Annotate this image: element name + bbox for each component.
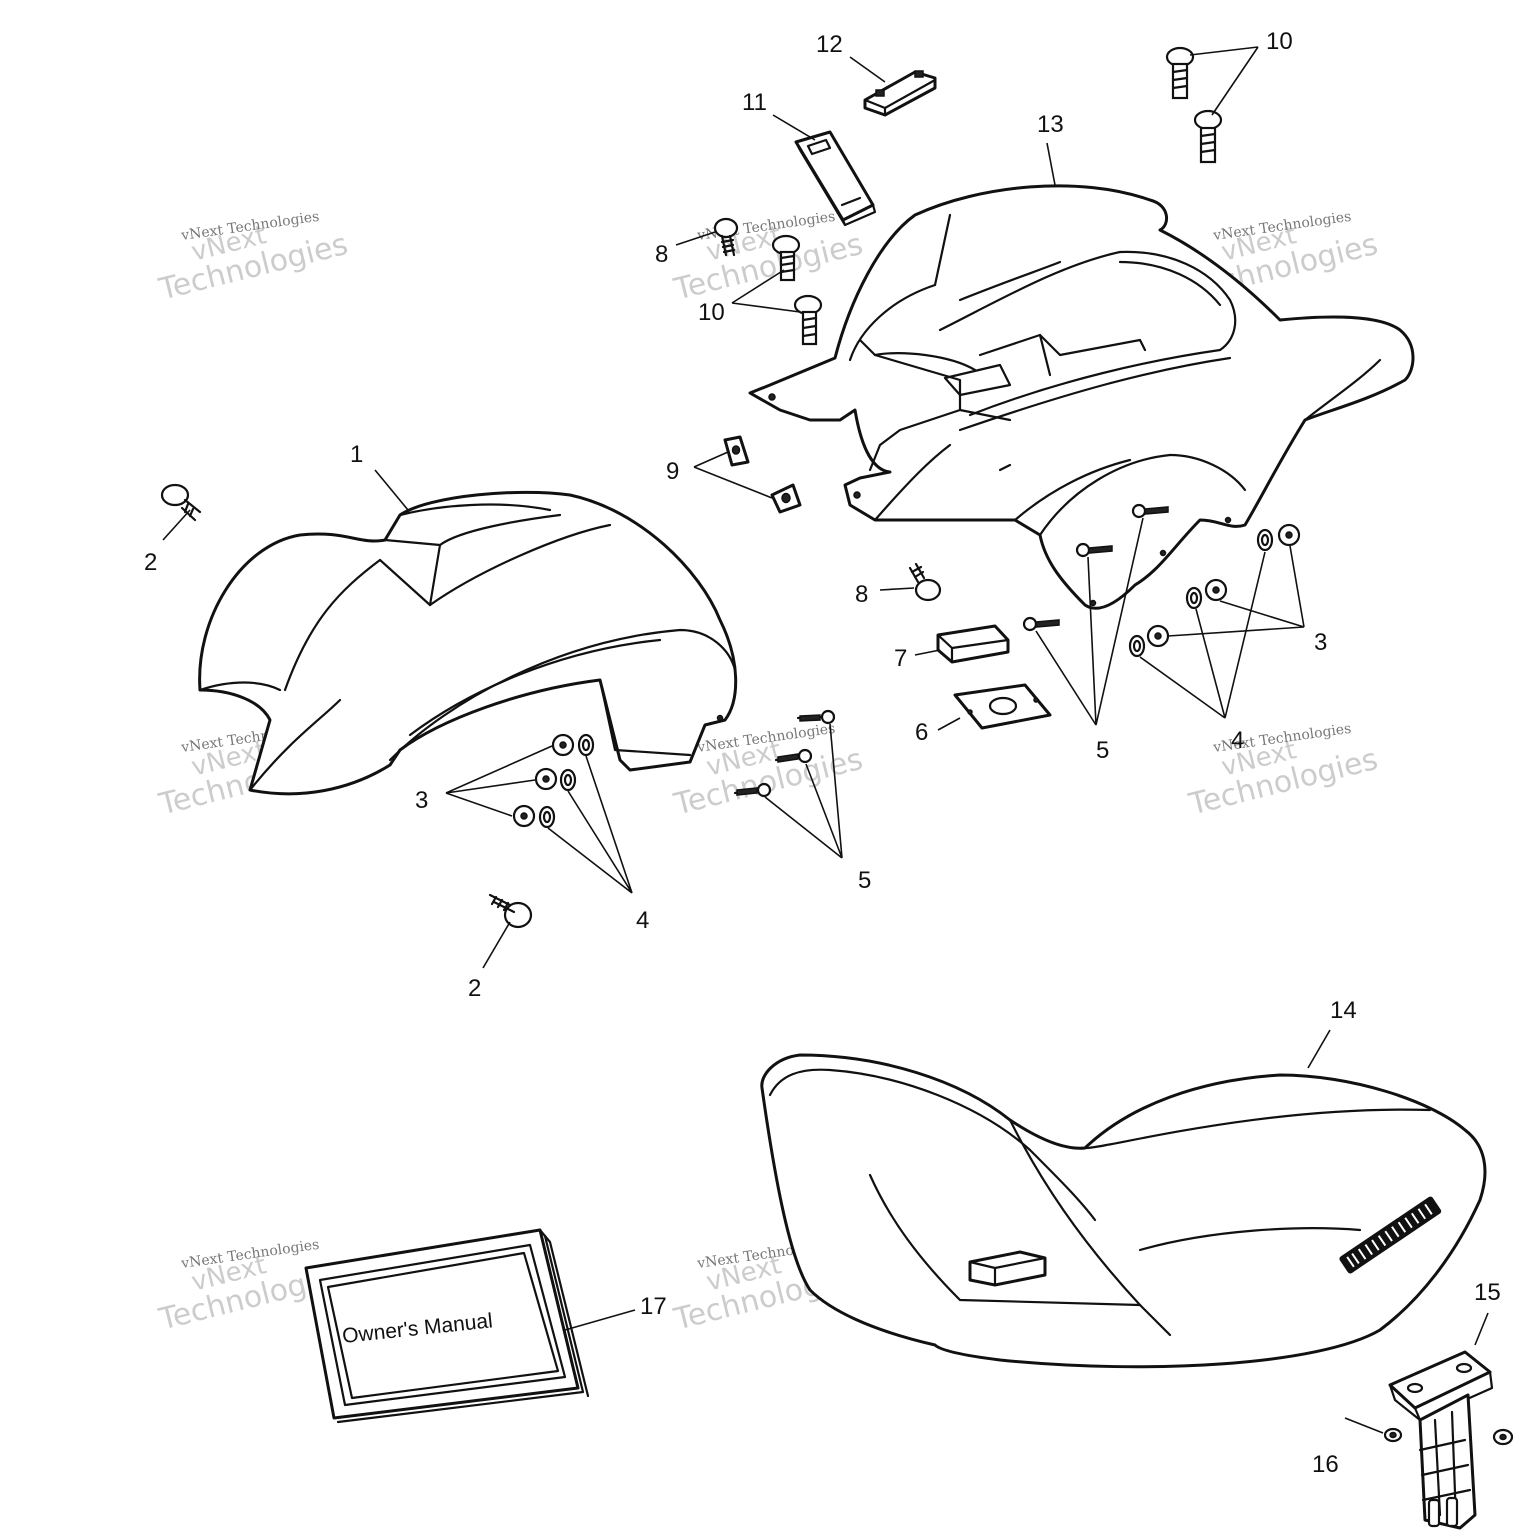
bolt	[1193, 109, 1223, 164]
washer	[1185, 586, 1203, 610]
owners-manual: Owner's Manual	[304, 1228, 590, 1424]
callout-labels: 1 2 2 3 3 4 4 5 5 6 7 8 8 9 10 10 11 12 …	[144, 28, 1501, 1478]
rear-fender	[748, 184, 1415, 610]
bolt	[1165, 46, 1195, 100]
washer	[559, 768, 577, 792]
callout-7: 7	[894, 645, 907, 672]
callout-2: 2	[468, 975, 481, 1002]
nut	[1492, 1428, 1514, 1446]
callout-10: 10	[1266, 28, 1293, 55]
washer	[1256, 528, 1274, 552]
callout-1: 1	[350, 441, 363, 468]
seat	[760, 1053, 1487, 1369]
callout-15: 15	[1474, 1279, 1501, 1306]
screw	[796, 709, 836, 725]
callout-2: 2	[144, 549, 157, 576]
nut	[1383, 1427, 1403, 1443]
flange-nut	[1277, 523, 1301, 547]
callout-14: 14	[1330, 997, 1357, 1024]
flange-nut	[1146, 624, 1170, 648]
callout-5: 5	[858, 867, 871, 894]
bolt	[488, 893, 533, 929]
callout-8: 8	[855, 581, 868, 608]
seat-latch	[1388, 1350, 1494, 1530]
screw	[774, 748, 813, 764]
flange-nut	[534, 767, 558, 791]
bolt	[160, 483, 202, 522]
callout-11: 11	[742, 89, 767, 116]
washer	[1128, 634, 1146, 658]
callout-8: 8	[655, 241, 668, 268]
callout-12: 12	[816, 31, 843, 58]
bolt	[771, 234, 801, 282]
clip-nut	[770, 483, 802, 514]
front-fender	[198, 490, 738, 796]
plate	[953, 683, 1052, 730]
callout-3: 3	[415, 787, 428, 814]
callout-16: 16	[1312, 1451, 1339, 1478]
callout-10: 10	[698, 299, 725, 326]
callout-6: 6	[915, 719, 928, 746]
callout-13: 13	[1037, 111, 1064, 138]
flange-nut	[551, 733, 575, 757]
callout-9: 9	[666, 458, 679, 485]
reflector	[936, 624, 1010, 664]
screw	[1131, 503, 1169, 519]
callout-3: 3	[1314, 629, 1327, 656]
pad	[794, 130, 877, 227]
callout-4: 4	[636, 907, 649, 934]
callout-17: 17	[640, 1293, 667, 1320]
flange-nut	[1204, 578, 1228, 602]
bolt	[713, 217, 739, 257]
leader-lines	[162, 46, 1489, 1434]
bracket	[863, 70, 937, 117]
callout-4: 4	[1231, 727, 1244, 754]
clip-nut	[723, 435, 750, 467]
bolt	[793, 294, 823, 346]
flange-nut	[512, 804, 536, 828]
screw	[1022, 616, 1060, 632]
washer	[577, 733, 595, 757]
callout-5: 5	[1096, 737, 1109, 764]
brand-logo	[1339, 1196, 1442, 1274]
washer	[538, 805, 556, 829]
screw	[1075, 542, 1113, 558]
bolt	[908, 562, 942, 602]
screw	[733, 782, 772, 798]
